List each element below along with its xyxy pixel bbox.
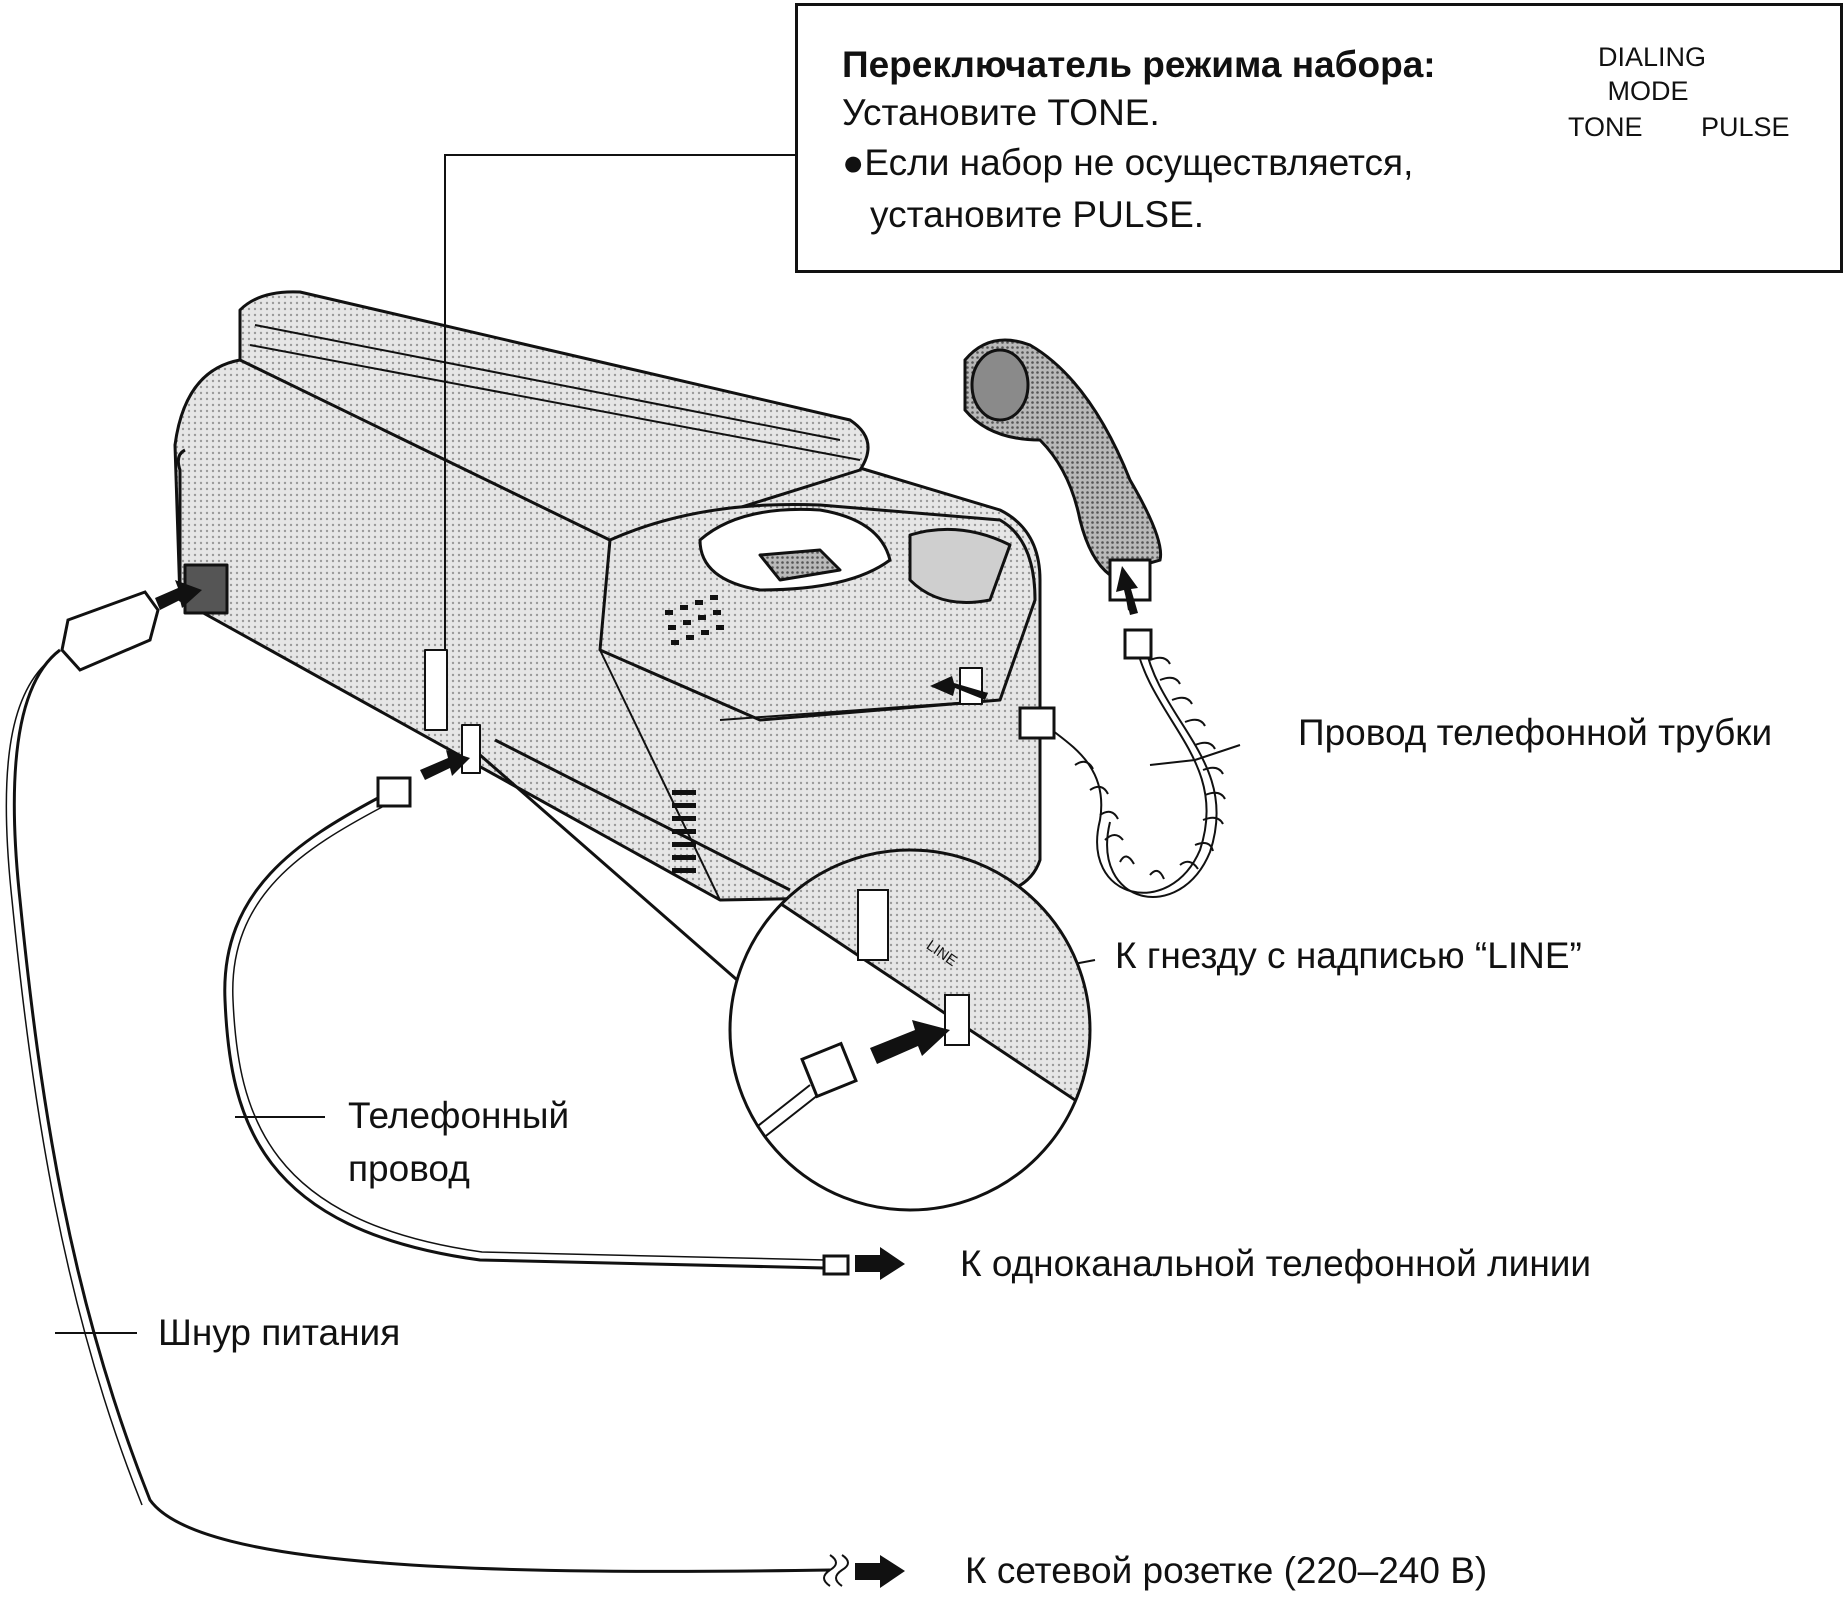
label-outlet: К сетевой розетке (220–240 В) (965, 1550, 1488, 1591)
handset-jack-arrow (930, 676, 988, 700)
label-single-line: К одноканальной телефонной линии (960, 1243, 1592, 1284)
label-power-cord: Шнур питания (158, 1312, 401, 1353)
outlet-arrow (855, 1555, 905, 1588)
callout-title: Переключатель режима набора: (842, 44, 1436, 85)
label-line-jack: К гнезду с надписью “LINE” (1115, 935, 1582, 976)
single-line-arrow (855, 1247, 905, 1280)
leader-lines (55, 154, 1241, 1334)
power-cord (5, 590, 849, 1587)
fax-machine (173, 290, 1042, 902)
callout-fallback: установите PULSE. (870, 194, 1205, 235)
line-arrow (420, 750, 470, 780)
switch-label-dialing: DIALING (1598, 42, 1707, 72)
power-arrow (155, 580, 202, 610)
connection-arrows (155, 566, 1138, 1588)
bullet-icon: ● (842, 142, 865, 183)
label-telephone-cord-2: провод (348, 1148, 470, 1189)
switch-label-tone: TONE (1568, 112, 1643, 142)
switch-label-pulse: PULSE (1701, 112, 1790, 142)
label-handset-cord: Провод телефонной трубки (1298, 712, 1773, 753)
switch-label-mode: MODE (1607, 76, 1689, 106)
handset (963, 338, 1163, 611)
label-telephone-cord-1: Телефонный (348, 1095, 570, 1136)
dialing-mode-callout: Переключатель режима набора: Установите … (795, 3, 1843, 273)
telephone-line-cord (223, 776, 850, 1276)
handset-coiled-cord (1018, 628, 1226, 898)
line-jack-magnifier (728, 848, 1092, 1212)
callout-bullet: ●Если набор не осуществляется, (842, 142, 1413, 184)
handset-plug-arrow (1116, 566, 1138, 615)
callout-bullet-text: Если набор не осуществляется, (864, 142, 1414, 183)
callout-instruction: Установите TONE. (842, 92, 1160, 133)
